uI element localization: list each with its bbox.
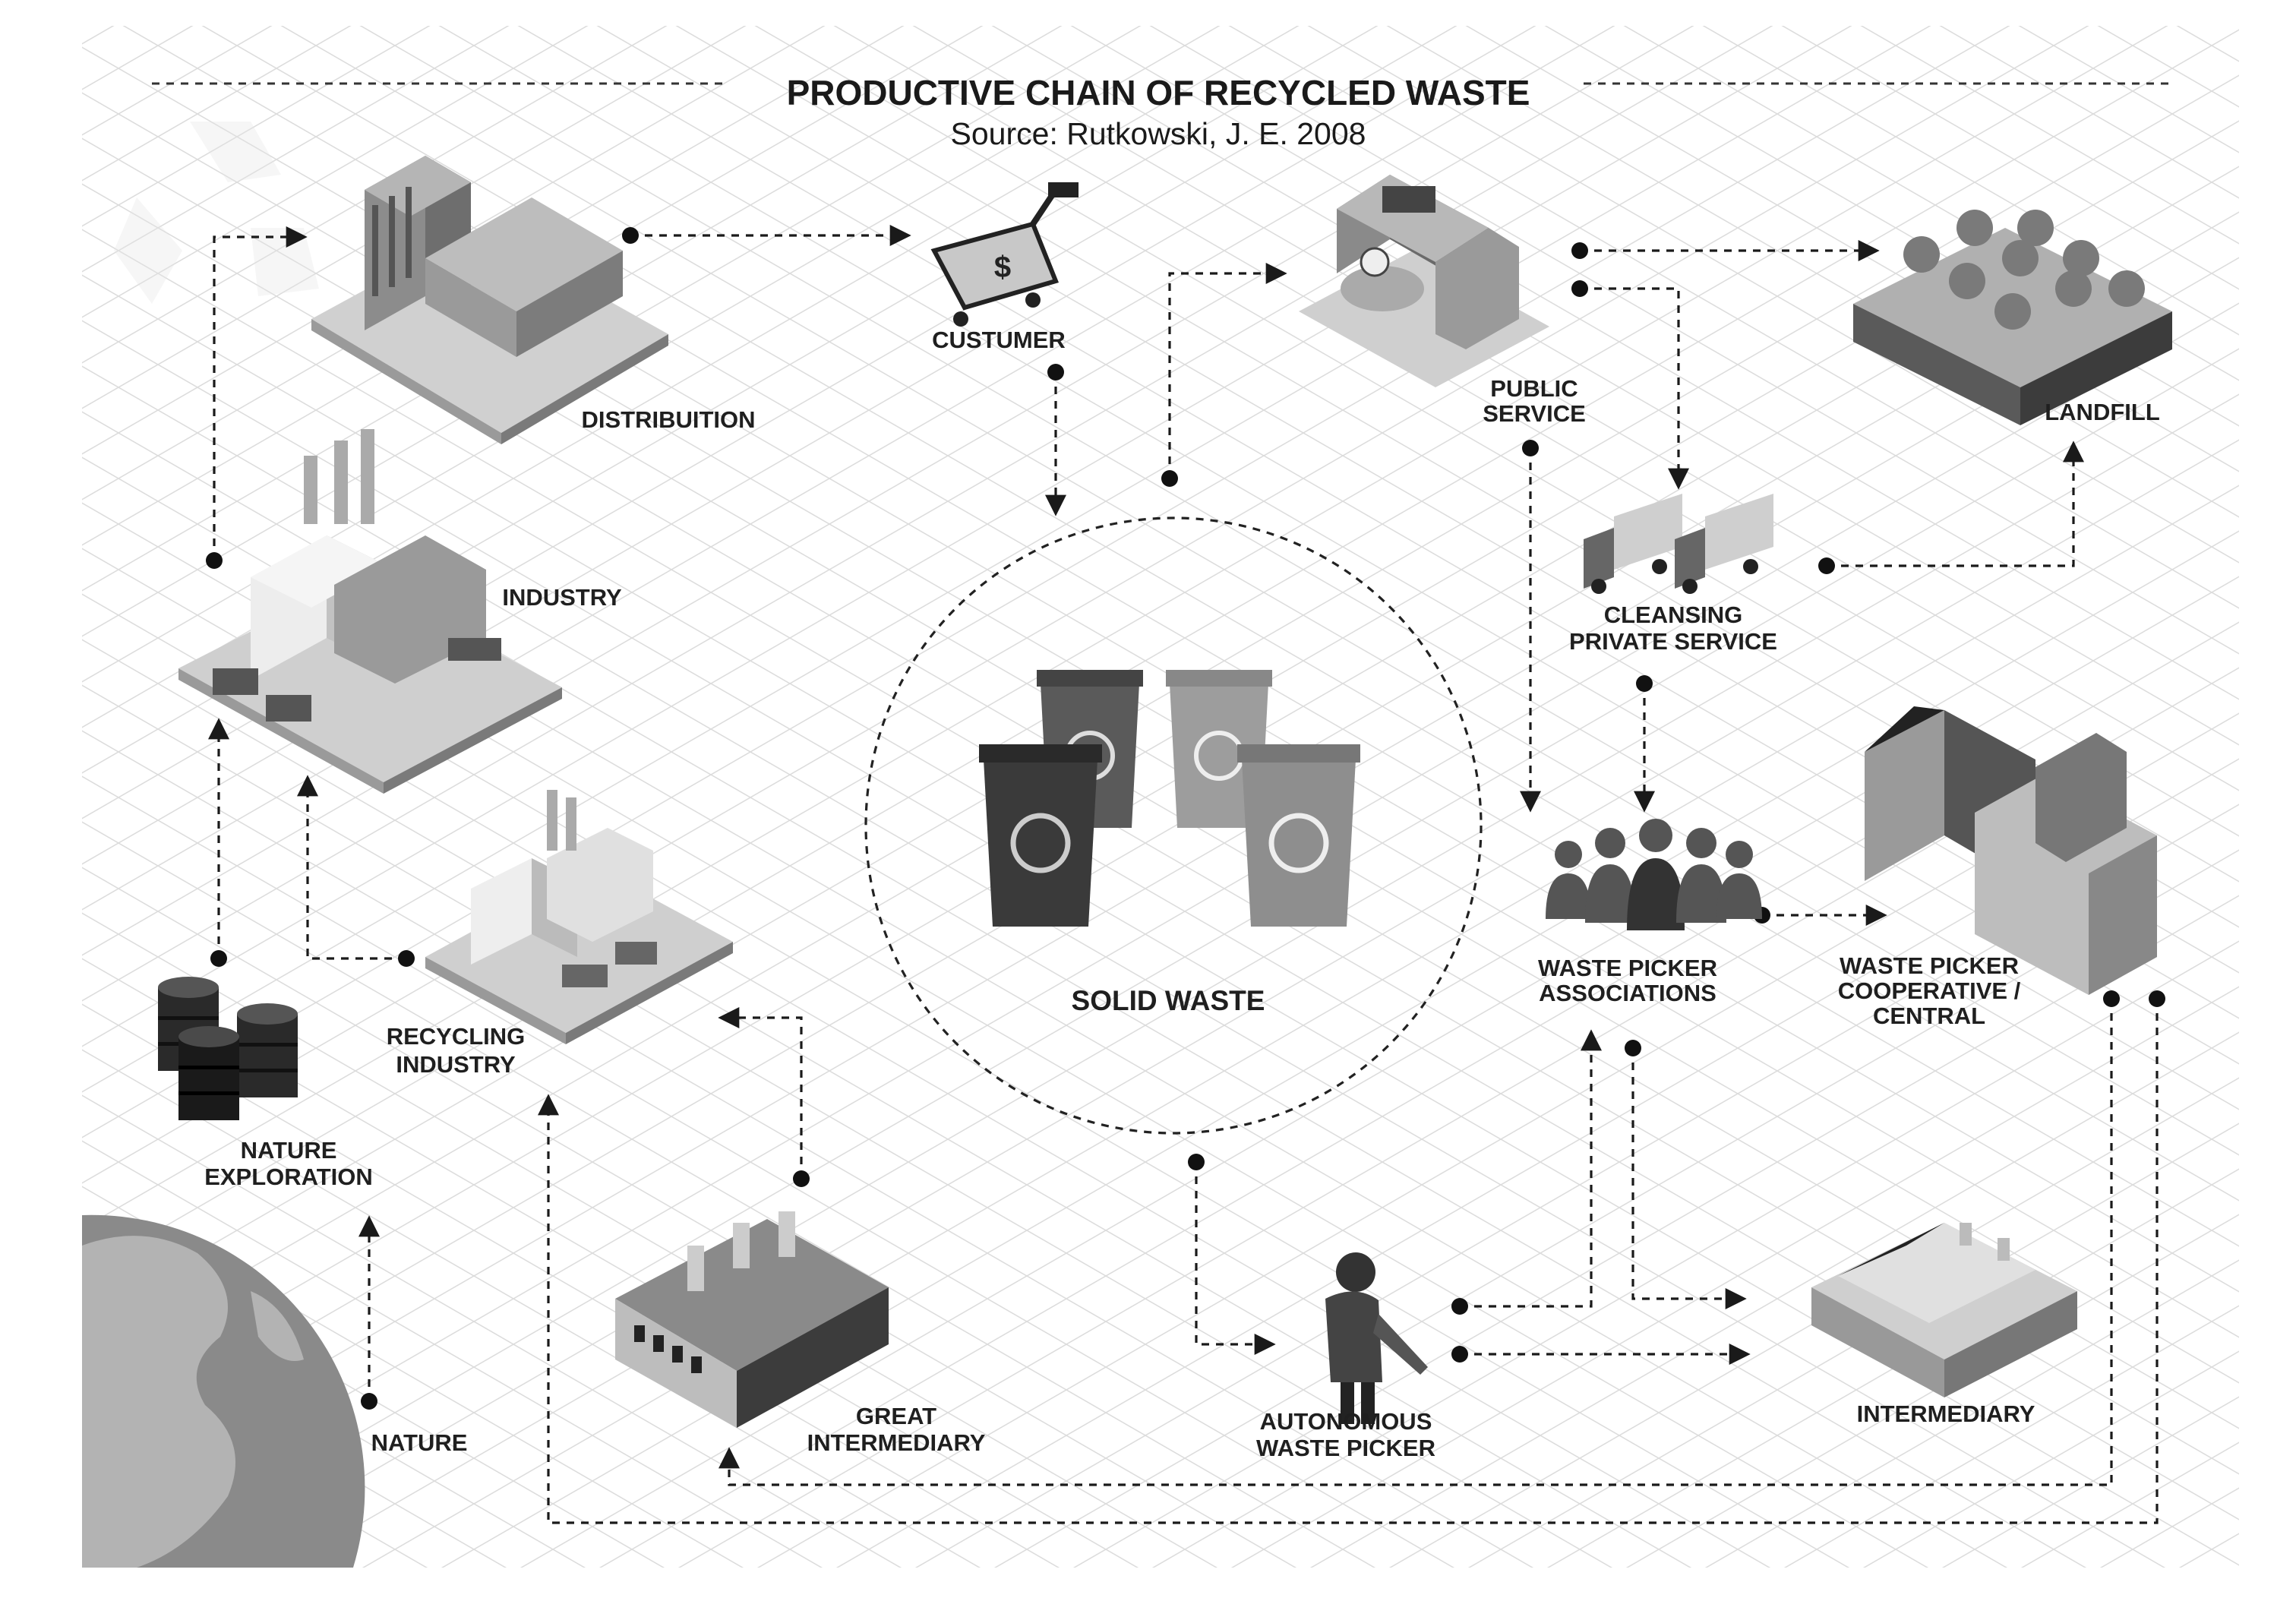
label-public-service-2: SERVICE (1483, 400, 1586, 427)
factory-icon (178, 429, 562, 794)
public-building-icon (1299, 175, 1549, 387)
connector-dot (398, 950, 415, 967)
label-great-intermediary-1: GREAT (856, 1403, 936, 1429)
label-nature: NATURE (371, 1429, 468, 1456)
connector-associations-intermediary (1631, 1048, 1747, 1309)
connector-dot (210, 950, 227, 967)
connector-solidwaste-publicservice (1168, 263, 1287, 478)
connectors (206, 225, 2165, 1524)
recycle-watermark (114, 122, 319, 304)
connector-recycling-industry (297, 775, 406, 960)
label-autonomous-1: AUTONOMOUS (1260, 1408, 1432, 1435)
shopping-cart-icon: $ (930, 182, 1079, 327)
diagram-subtitle: Source: Rutkowski, J. E. 2008 (951, 116, 1366, 151)
connector-dot (1047, 364, 1064, 381)
label-distribution: DISTRIBUITION (581, 406, 755, 433)
connector-greatintermediary-recycling (718, 1007, 803, 1179)
label-recycling-industry-1: RECYCLING (387, 1023, 526, 1050)
label-cooperative-3: CENTRAL (1873, 1003, 1985, 1029)
node-labels: DISTRIBUITION CUSTUMER PUBLIC SERVICE LA… (204, 327, 2160, 1461)
label-cleansing-1: CLEANSING (1604, 602, 1743, 628)
label-cleansing-2: PRIVATE SERVICE (1569, 628, 1777, 655)
label-custumer: CUSTUMER (932, 327, 1066, 353)
connector-autonomous-associations (1460, 1029, 1602, 1308)
connector-dot (1625, 1040, 1641, 1056)
label-associations-1: WASTE PICKER (1538, 955, 1717, 981)
connector-dot (1571, 280, 1588, 297)
label-associations-2: ASSOCIATIONS (1539, 980, 1716, 1006)
connector-dot (361, 1393, 377, 1410)
label-nature-exploration-2: EXPLORATION (204, 1164, 373, 1190)
title-block: PRODUCTIVE CHAIN OF RECYCLED WASTE Sourc… (152, 73, 2172, 151)
label-industry: INDUSTRY (502, 584, 622, 611)
landfill-trees-icon (1853, 210, 2172, 425)
label-cooperative-2: COOPERATIVE / (1838, 977, 2021, 1004)
connector-dot (1188, 1154, 1205, 1170)
person-icon (1325, 1252, 1428, 1424)
distribution-center-icon (311, 156, 668, 444)
connector-industry-distribution (213, 226, 308, 561)
label-autonomous-2: WASTE PICKER (1256, 1435, 1435, 1461)
connector-dot (206, 552, 223, 569)
recycling-plant-icon (425, 790, 733, 1044)
connector-dot (1522, 440, 1539, 456)
diagram-title: PRODUCTIVE CHAIN OF RECYCLED WASTE (787, 73, 1530, 112)
label-cooperative-1: WASTE PICKER (1840, 952, 2019, 979)
connector-publicservice-cleansing (1580, 287, 1689, 490)
svg-text:$: $ (994, 251, 1011, 284)
label-recycling-industry-2: INDUSTRY (396, 1051, 516, 1078)
connector-dot (2103, 990, 2120, 1007)
connector-dot (793, 1170, 810, 1187)
connector-dot (1451, 1298, 1468, 1315)
people-group-icon (1546, 819, 1762, 930)
garbage-trucks-icon (1584, 494, 1773, 594)
label-intermediary: INTERMEDIARY (1857, 1400, 2035, 1427)
intermediary-depot-icon (1811, 1223, 2077, 1397)
connector-dot (1161, 470, 1178, 487)
solid-waste-ring (864, 516, 1483, 1135)
connector-dot (1451, 1346, 1468, 1363)
connector-cleansing-landfill (1827, 441, 2084, 567)
connector-cooperative-recycling (538, 999, 2159, 1524)
label-nature-exploration-1: NATURE (241, 1137, 337, 1164)
label-great-intermediary-2: INTERMEDIARY (807, 1429, 986, 1456)
connector-solidwaste-autonomous (1195, 1162, 1276, 1355)
oil-barrels-icon (158, 977, 298, 1120)
label-public-service-1: PUBLIC (1490, 375, 1578, 402)
connector-dot (622, 227, 639, 244)
connector-dot (1571, 242, 1588, 259)
recycling-bins-icon (979, 670, 1360, 927)
connector-dot (1636, 675, 1653, 692)
great-warehouse-icon (615, 1211, 889, 1428)
connector-dot (2149, 990, 2165, 1007)
connector-dot (1818, 557, 1835, 574)
warehouse-icon (1865, 706, 2157, 995)
label-landfill: LANDFILL (2045, 399, 2160, 425)
label-solid-waste: SOLID WASTE (1072, 985, 1265, 1016)
globe-icon (82, 1214, 365, 1568)
